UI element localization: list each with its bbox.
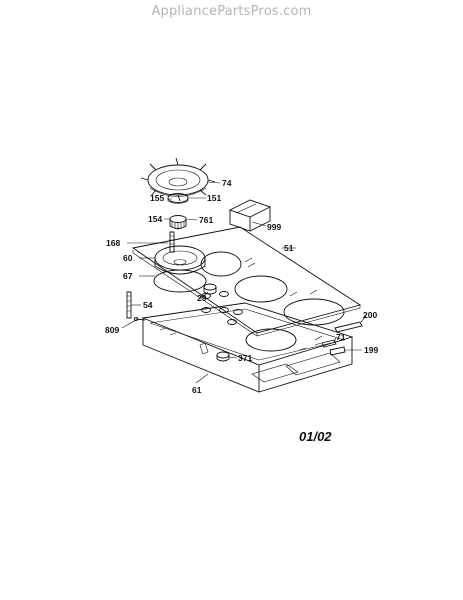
callout-60: 60 xyxy=(123,253,133,263)
callout-200: 200 xyxy=(363,310,377,320)
valve-part[interactable] xyxy=(216,351,230,362)
callout-761: 761 xyxy=(199,215,213,225)
callout-809: 809 xyxy=(105,325,119,335)
burner-grate-part[interactable] xyxy=(140,157,216,202)
trim-strip-part[interactable] xyxy=(334,321,363,333)
control-knob-part[interactable] xyxy=(203,283,217,295)
diagram-date: 01/02 xyxy=(299,429,332,444)
callout-54: 54 xyxy=(143,300,153,310)
spark-module-part[interactable] xyxy=(228,199,272,232)
gasket-part[interactable] xyxy=(153,269,207,293)
callout-67: 67 xyxy=(123,271,133,281)
callout-74: 74 xyxy=(222,178,232,188)
callout-51: 51 xyxy=(284,243,294,253)
callout-168: 168 xyxy=(106,238,120,248)
callout-61: 61 xyxy=(192,385,202,395)
burner-head-part[interactable] xyxy=(169,215,187,231)
callout-29: 29 xyxy=(197,293,207,303)
callout-71: 71 xyxy=(336,332,346,342)
igniter-part[interactable] xyxy=(169,231,175,253)
cooktop-chassis-part[interactable] xyxy=(141,302,354,393)
callout-371: 371 xyxy=(238,353,252,363)
callout-155: 155 xyxy=(150,193,164,203)
clip-part[interactable] xyxy=(329,346,346,356)
screw-part[interactable] xyxy=(133,316,146,322)
callout-999: 999 xyxy=(267,222,281,232)
glass-cooktop-part[interactable] xyxy=(131,226,362,352)
callout-154: 154 xyxy=(148,214,162,224)
watermark: AppliancePartsPros.com xyxy=(151,4,312,19)
bracket-rod-part[interactable] xyxy=(126,291,132,319)
mounting-bracket-part[interactable] xyxy=(321,339,337,348)
callout-151: 151 xyxy=(207,193,221,203)
callout-199: 199 xyxy=(364,345,378,355)
